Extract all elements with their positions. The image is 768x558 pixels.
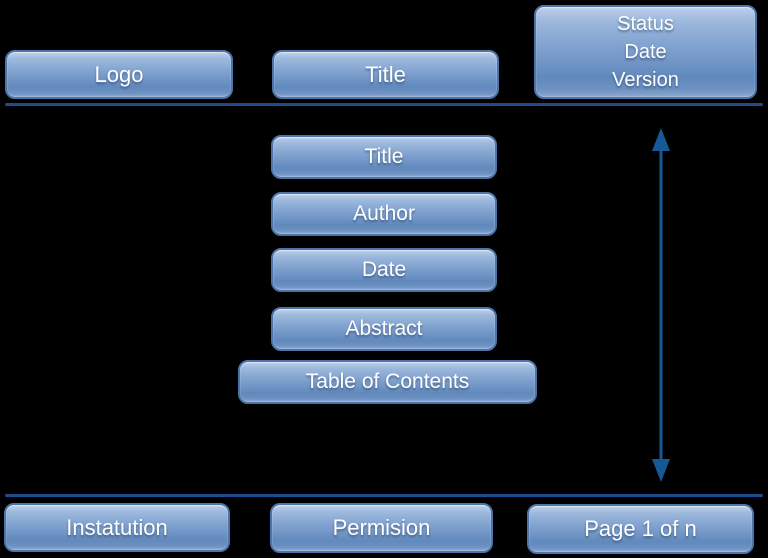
footer-separator-line [5,494,763,497]
abstract-box: Abstract [271,307,497,351]
arrow-down-head-icon [652,459,670,482]
logo-box-label: Logo [94,61,144,87]
institution-box-label: Instatution [66,514,168,540]
status-date-version-box: Status Date Version [534,5,757,99]
date-box: Date [271,248,497,292]
abstract-box-label: Abstract [345,317,423,340]
author-box-label: Author [353,202,415,225]
permission-box: Permision [270,503,493,553]
date-line: Date [624,41,667,63]
permission-box-label: Permision [332,515,431,540]
author-box: Author [271,192,497,236]
date-box-label: Date [361,258,407,281]
page-number-box-label: Page 1 of n [584,516,697,541]
header-title-box: Title [272,50,499,99]
arrow-up-head-icon [652,128,670,151]
header-separator-line [5,103,763,106]
status-line: Status [617,13,674,35]
body-title-box: Title [271,135,497,179]
institution-box: Instatution [4,503,230,552]
page-number-box: Page 1 of n [527,504,754,554]
logo-box: Logo [5,50,233,99]
table-of-contents-box: Table of Contents [238,360,537,404]
header-title-box-label: Title [365,61,406,87]
body-title-box-label: Title [364,145,404,168]
table-of-contents-box-label: Table of Contents [305,370,470,393]
version-line: Version [612,69,679,91]
